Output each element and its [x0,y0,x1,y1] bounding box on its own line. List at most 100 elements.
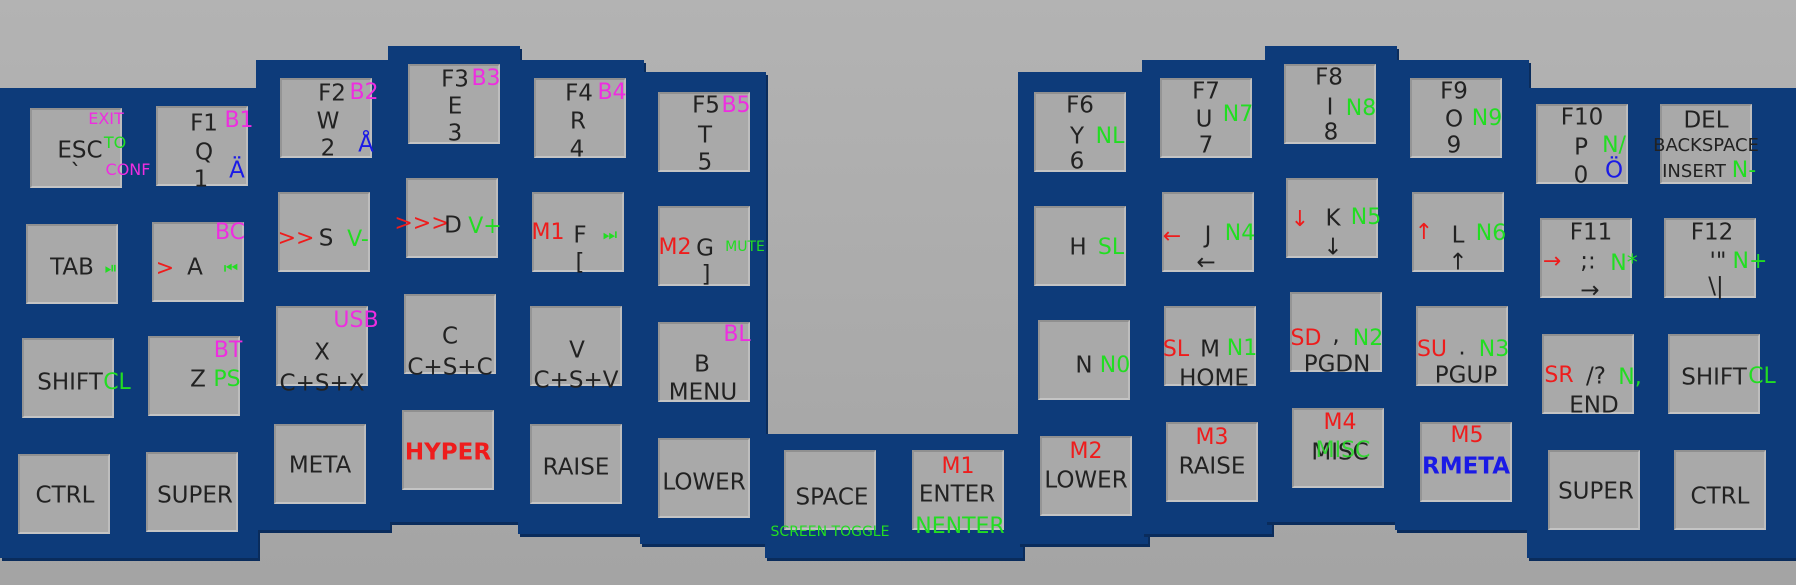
legend-v: V [569,337,585,364]
legend-to: TO [103,133,127,152]
key-comma[interactable] [1290,292,1382,372]
key-slash[interactable] [1542,334,1634,414]
legend-caps-lock-right: CL [1748,364,1776,389]
legend-m2-right: M2 [1069,439,1103,464]
legend-mouse-slow: > [155,256,175,281]
legend-b: B [694,351,710,378]
key-d[interactable] [406,178,498,258]
legend-volume-down: V- [347,227,369,252]
key-c[interactable] [404,294,496,374]
key-j[interactable] [1162,192,1254,272]
key-n[interactable] [1038,320,1130,400]
legend-lower-right: LOWER [1044,467,1128,494]
legend-m1-thumb: M1 [941,454,975,479]
key-tab[interactable] [26,224,118,304]
legend-f4: F4 [565,80,593,107]
legend-ctrl-left: CTRL [35,482,95,509]
legend-raise-left: RAISE [542,454,610,481]
key-raise-left[interactable] [530,424,622,504]
legend-exit: EXIT [88,109,124,128]
mouse-right-arrow-icon: → [1542,249,1562,274]
key-o[interactable] [1410,78,1502,158]
legend-b1: B1 [224,108,254,133]
key-del[interactable] [1660,104,1752,184]
legend-home: HOME [1179,365,1249,392]
key-z[interactable] [148,336,240,416]
legend-shift-right: SHIFT [1681,364,1747,391]
key-g[interactable] [658,206,750,286]
key-q[interactable] [156,106,248,186]
legend-b2: B2 [349,80,379,105]
legend-raise-right: RAISE [1178,453,1246,480]
key-esc[interactable] [30,108,122,188]
key-period[interactable] [1416,306,1508,386]
key-r[interactable] [534,78,626,158]
key-lower-right[interactable] [1040,436,1132,516]
key-y[interactable] [1034,92,1126,172]
key-m[interactable] [1164,306,1256,386]
legend-i: I [1326,94,1334,121]
key-e[interactable] [408,64,500,144]
legend-scroll-lock: SL [1097,235,1125,260]
key-v[interactable] [530,306,622,386]
legend-5: 5 [697,149,713,176]
key-shift-left[interactable] [22,338,114,418]
legend-t: T [697,122,713,149]
legend-ctrl-right: CTRL [1690,483,1750,510]
key-hyper[interactable] [402,410,494,490]
key-misc[interactable] [1292,408,1384,488]
legend-insert: INSERT [1662,161,1726,182]
key-enter[interactable] [912,450,1004,530]
legend-mute: MUTE [725,239,765,255]
key-ctrl-right[interactable] [1674,450,1766,530]
key-b[interactable] [658,322,750,402]
up-arrow-icon: ↑ [1448,249,1468,276]
key-u[interactable] [1160,78,1252,158]
key-h[interactable] [1034,206,1126,286]
key-i[interactable] [1284,64,1376,144]
right-arrow-icon: → [1580,277,1600,304]
legend-f11: F11 [1569,219,1613,246]
key-shift-right[interactable] [1668,334,1760,414]
key-lower-left[interactable] [658,438,750,518]
key-w[interactable] [280,78,372,158]
key-semicolon[interactable] [1540,218,1632,298]
legend-l: L [1451,222,1465,249]
legend-b5: B5 [721,93,751,118]
legend-m3: M3 [1195,425,1229,450]
key-a[interactable] [152,222,244,302]
legend-del: DEL [1683,107,1729,134]
previous-track-icon: ⏮ [223,258,239,277]
key-l[interactable] [1412,192,1504,272]
legend-n0: N0 [1099,353,1131,378]
key-raise-right[interactable] [1166,422,1258,502]
legend-tab: TAB [50,254,94,281]
key-s[interactable] [278,192,370,272]
key-f[interactable] [532,192,624,272]
legend-f6: F6 [1066,92,1094,119]
legend-scroll-left: SL [1162,337,1190,362]
legend-end: END [1569,392,1619,419]
mouse-up-arrow-icon: ↑ [1414,220,1434,245]
key-super-left[interactable] [146,452,238,532]
legend-bc: BC [214,220,246,245]
key-space[interactable] [784,450,876,530]
key-meta[interactable] [274,424,366,504]
legend-rmeta: RMETA [1421,453,1511,480]
legend-g: G [696,235,714,262]
key-super-right[interactable] [1548,450,1640,530]
legend-n: N [1075,352,1093,379]
legend-0: 0 [1573,162,1589,189]
key-p[interactable] [1536,104,1628,184]
key-x[interactable] [276,306,368,386]
legend-4: 4 [569,136,585,163]
key-ctrl-left[interactable] [18,454,110,534]
legend-a: A [187,254,203,281]
legend-comma: , [1332,322,1340,349]
key-rmeta[interactable] [1420,422,1512,502]
legend-copy-x: C+S+X [279,370,365,397]
key-quote[interactable] [1664,218,1756,298]
key-t[interactable] [658,92,750,172]
key-k[interactable] [1286,178,1378,258]
legend-b3: B3 [471,66,501,91]
